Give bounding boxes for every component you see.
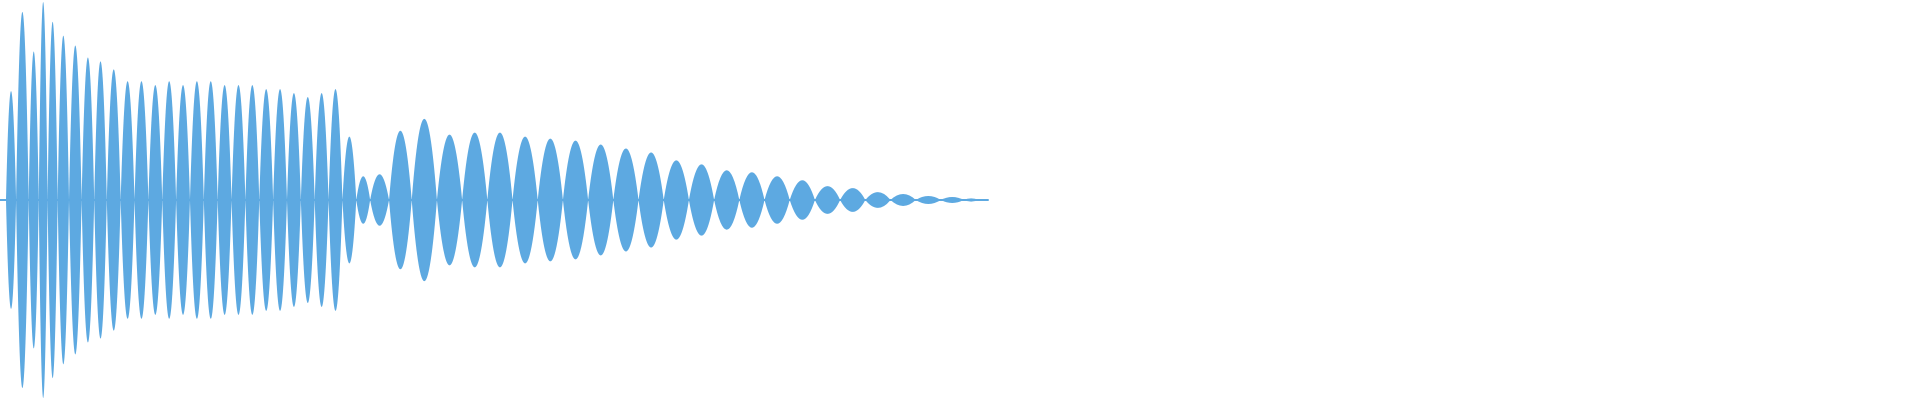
waveform-lobe <box>537 138 563 262</box>
waveform-lobe <box>120 81 135 319</box>
waveform-lobe <box>148 85 163 315</box>
waveform-lobe <box>638 152 664 248</box>
waveform-lobe <box>259 89 274 311</box>
waveform-lobe <box>840 188 866 212</box>
waveform-lobe <box>231 85 246 315</box>
waveform-lobe <box>789 180 815 220</box>
waveform-lobe <box>890 194 916 206</box>
waveform-lobe <box>286 93 301 307</box>
waveform-lobe <box>436 134 463 266</box>
waveform-lobe <box>370 174 390 226</box>
waveform-lobe <box>512 136 538 264</box>
waveform-lobe <box>328 89 343 311</box>
waveform-lobe <box>613 148 639 252</box>
waveform-lobe <box>915 196 941 204</box>
waveform-lobe <box>814 186 841 214</box>
waveform-lobe <box>963 198 979 202</box>
waveform-lobe <box>57 35 69 365</box>
waveform-lobe <box>688 164 715 236</box>
waveform-lobe <box>69 45 82 355</box>
waveform-lobe <box>940 197 964 203</box>
waveform-lobe <box>356 176 371 224</box>
waveform-lobe <box>300 97 315 303</box>
waveform-lobe <box>106 69 121 331</box>
waveform-lobe <box>81 57 95 343</box>
waveform-lobe <box>28 51 39 349</box>
waveform-lobe <box>47 21 58 379</box>
waveform-lobe <box>38 2 48 398</box>
waveform-lobe <box>134 81 149 319</box>
waveform-lobe <box>865 192 891 208</box>
waveform-lobe <box>588 144 614 256</box>
waveform-lobe <box>273 89 287 311</box>
waveform-lobe <box>342 136 357 264</box>
waveform-lobe <box>389 130 412 270</box>
waveform-lobe <box>663 160 689 240</box>
waveform-lobe <box>189 81 204 319</box>
waveform-lobe <box>314 93 329 307</box>
waveform-lobe <box>462 132 488 268</box>
waveform-lobe <box>203 81 218 319</box>
waveform-lobe <box>162 81 177 319</box>
waveform-lobe <box>6 91 17 309</box>
waveform-lobe <box>764 176 790 224</box>
waveform-lobe <box>217 85 232 315</box>
waveform-lobe <box>487 132 513 268</box>
waveform-lobe <box>94 61 107 339</box>
waveform-lobe <box>16 11 29 389</box>
waveform-lobe <box>562 140 589 260</box>
waveform-lobe <box>176 85 190 315</box>
waveform-lobe <box>714 170 740 230</box>
waveform-lobe <box>245 85 260 315</box>
waveform-lobe <box>411 118 437 282</box>
waveform-lobe <box>739 172 765 228</box>
